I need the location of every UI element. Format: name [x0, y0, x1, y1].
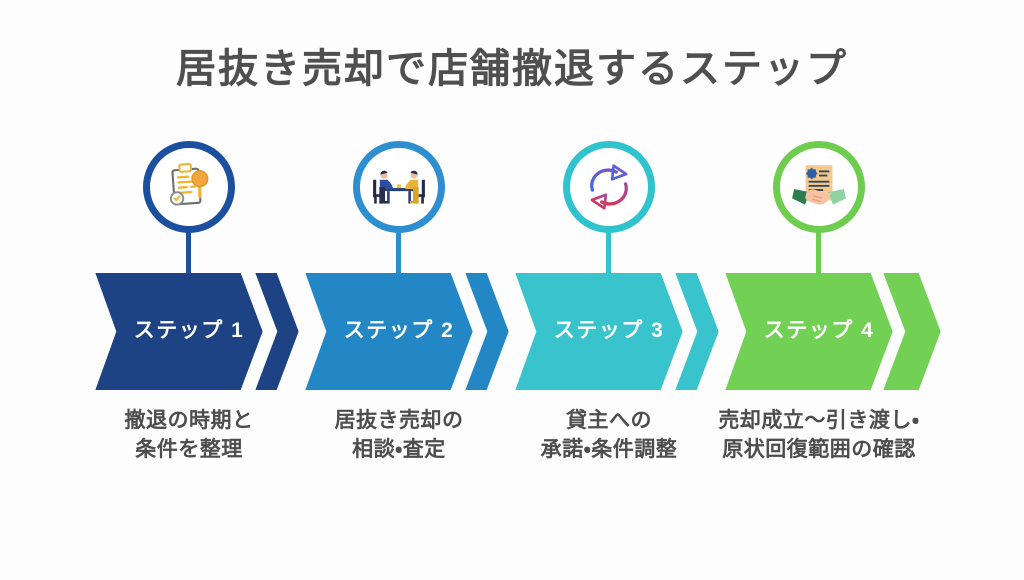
step-3-description: 貸主への 承諾・条件調整 [479, 406, 739, 464]
step-1-description-line1: 撤退の時期と [124, 409, 254, 432]
step-2-icon-circle [353, 141, 445, 233]
step-4-icon-circle [773, 141, 865, 233]
step-4-chevron-stripe [883, 273, 941, 390]
step-1-connector-line [186, 228, 191, 274]
step-1-arrow-shape [95, 273, 263, 390]
cycle-arrows-icon-svg [590, 164, 628, 210]
step-4-arrow-shape [725, 273, 893, 390]
step-2-label: ステップ 2 [343, 319, 455, 342]
step-3-arrow-shape [515, 273, 683, 390]
step-4-connector-line [816, 228, 821, 274]
step-1-chevron-stripe [255, 273, 299, 390]
step-3-description-line1: 貸主への [566, 409, 652, 432]
step-2-description-line2: 相談・査定 [352, 438, 446, 461]
step-3-icon-circle [563, 141, 655, 233]
step-2-description: 居抜き売却の 相談・査定 [269, 406, 529, 464]
step-4-description-line1: 売却成立〜引き渡し・ [718, 409, 920, 432]
step-3-chevron-stripe [675, 273, 719, 390]
step-4-label: ステップ 4 [763, 319, 875, 342]
step-4-description: 売却成立〜引き渡し・ 原状回復範囲の確認 [689, 406, 949, 464]
clipboard-audit-icon [160, 158, 218, 216]
business-meeting-icon [370, 158, 428, 216]
step-3-connector-line [606, 228, 611, 274]
cycle-arrows-icon [580, 158, 638, 216]
step-1-label: ステップ 1 [133, 319, 245, 342]
step-3-description-line2: 承諾・条件調整 [540, 438, 678, 461]
contract-handshake-icon-svg [792, 165, 846, 205]
contract-handshake-icon [790, 158, 848, 216]
clipboard-audit-icon-svg [169, 162, 209, 206]
step-arrow-band [95, 273, 941, 390]
step-1-description-line2: 条件を整理 [135, 438, 243, 461]
step-2-chevron-stripe [465, 273, 509, 390]
step-3-label: ステップ 3 [553, 319, 665, 342]
step-4-description-line2: 原状回復範囲の確認 [722, 438, 916, 461]
step-2-arrow-shape [305, 273, 473, 390]
step-1-description: 撤退の時期と 条件を整理 [59, 406, 319, 464]
step-1-icon-circle [143, 141, 235, 233]
business-meeting-icon-svg [373, 170, 425, 204]
step-2-connector-line [396, 228, 401, 274]
step-2-description-line1: 居抜き売却の [334, 409, 464, 432]
page-title: 居抜き売却で店舗撤退するステップ [176, 47, 848, 91]
